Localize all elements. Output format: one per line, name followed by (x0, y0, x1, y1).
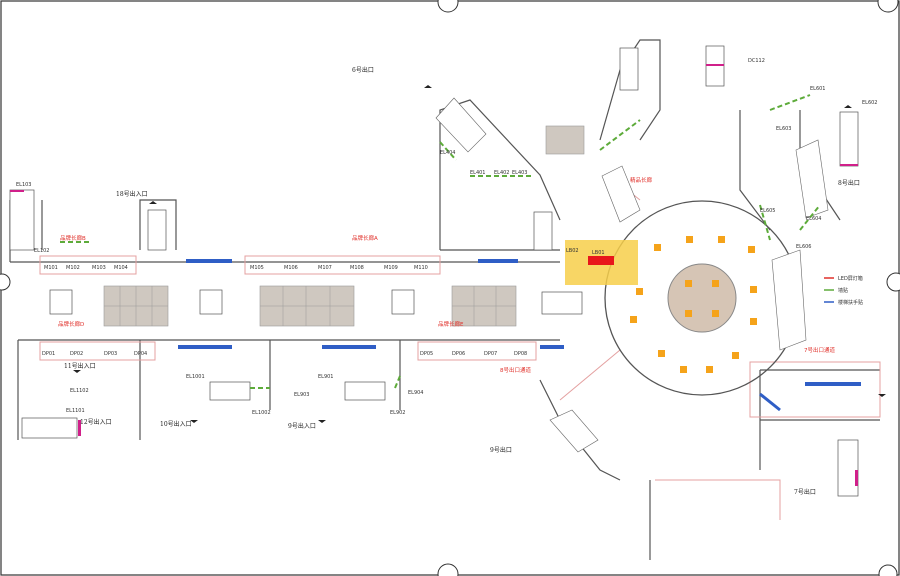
code-label: EL602 (862, 100, 878, 106)
dp-code: DP03 (104, 351, 117, 357)
arrow-up-icon (149, 201, 157, 204)
code-label: EL903 (294, 392, 310, 398)
exit-12-label: 12号出入口 (80, 418, 112, 426)
m-code: M109 (384, 265, 398, 271)
legend-item: 墙贴 (838, 287, 848, 294)
m-code: M102 (66, 265, 80, 271)
legend: LED屏灯箱 墙贴 楼梯扶手贴 (824, 275, 863, 306)
lb-code: LB02 (566, 248, 579, 254)
legend-item: 楼梯扶手贴 (838, 299, 863, 306)
code-label: EL603 (776, 126, 792, 132)
lb-code: LB01 (592, 250, 605, 256)
m-code: M101 (44, 265, 58, 271)
frame-notch (0, 273, 11, 291)
zone-label: 品牌长廊B (60, 234, 86, 242)
exit-7-label: 7号出口 (794, 488, 816, 496)
exit-11-label: 11号出入口 (64, 362, 96, 370)
code-label: EL103 (16, 182, 32, 188)
code-label: EL1001 (186, 374, 205, 380)
arrow-icons (73, 85, 886, 423)
code-label: EL904 (408, 390, 424, 396)
zone-label: 7号出口通道 (804, 346, 835, 354)
code-label: EL401 (470, 170, 486, 176)
code-label: EL605 (760, 208, 776, 214)
zone-label: 品牌长廊A (352, 234, 378, 242)
arrow-down-icon (190, 420, 198, 423)
diagonal-stairways (435, 97, 829, 453)
dp-code: DP01 (42, 351, 55, 357)
code-label: EL1101 (66, 408, 85, 414)
exit-18-label: 18号出入口 (116, 190, 148, 198)
frame-notch (877, 0, 899, 13)
dp-code: DP05 (420, 351, 433, 357)
frame-notch (878, 564, 898, 576)
m-code: M107 (318, 265, 332, 271)
code-label: DC112 (748, 58, 765, 64)
m-code: M104 (114, 265, 128, 271)
code-label: EL402 (494, 170, 510, 176)
led-boxes (178, 259, 861, 386)
m-code: M103 (92, 265, 106, 271)
zone-label: 品牌长廊E (438, 320, 464, 328)
brand-zone-outlines (39, 175, 881, 520)
zone-label: 品牌长廊D (58, 320, 84, 328)
code-label: EL102 (34, 248, 50, 254)
code-label: EL403 (512, 170, 528, 176)
exit-9-label: 9号出口 (490, 446, 512, 454)
code-label: EL1002 (252, 410, 271, 416)
shop-dividers (104, 286, 516, 326)
dp-code: DP08 (514, 351, 527, 357)
stair-accent (10, 64, 858, 486)
arrow-down-icon (878, 394, 886, 397)
m-code: M108 (350, 265, 364, 271)
code-label: EL606 (796, 244, 812, 250)
rotunda-columns (630, 236, 757, 373)
m-code: M105 (250, 265, 264, 271)
dp-code: DP06 (452, 351, 465, 357)
code-label: EL404 (440, 150, 456, 156)
frame-notch (437, 0, 459, 13)
code-label: EL902 (390, 410, 406, 416)
rotunda-center (667, 263, 737, 333)
stairways (9, 45, 859, 497)
m-codes-left: M101 M102 M103 M104 (44, 265, 128, 271)
arrow-up-icon (844, 105, 852, 108)
exit-10-label: 10号出入口 (160, 420, 192, 428)
dp-codes: DP01 DP02 DP03 DP04 DP05 DP06 DP07 DP08 (42, 351, 527, 357)
zone-label: 8号出口通道 (500, 366, 531, 374)
zone-label: 精品长廊 (630, 176, 653, 184)
frame-notch (886, 272, 900, 292)
code-label: EL604 (806, 216, 822, 222)
legend-item: LED屏灯箱 (838, 275, 863, 282)
guide-paths (60, 94, 821, 389)
code-label: EL601 (810, 86, 826, 92)
arrow-down-icon (73, 370, 81, 373)
led-box-diagonal (759, 392, 781, 412)
code-label: EL1102 (70, 388, 89, 394)
m-codes-center: M105 M106 M107 M108 M109 M110 (250, 265, 428, 271)
dp-code: DP07 (484, 351, 497, 357)
m-code: M110 (414, 265, 428, 271)
dp-code: DP04 (134, 351, 147, 357)
dp-code: DP02 (70, 351, 83, 357)
arrow-up-icon (424, 85, 432, 88)
arrow-down-icon (318, 420, 326, 423)
ad-position-marker (588, 256, 614, 265)
frame-notch (437, 563, 459, 576)
code-label: EL901 (318, 374, 334, 380)
exit-9-in-label: 9号出入口 (288, 422, 316, 430)
exit-8-label: 8号出口 (838, 179, 860, 187)
exit-6-label: 6号出口 (352, 66, 374, 74)
m-code: M106 (284, 265, 298, 271)
